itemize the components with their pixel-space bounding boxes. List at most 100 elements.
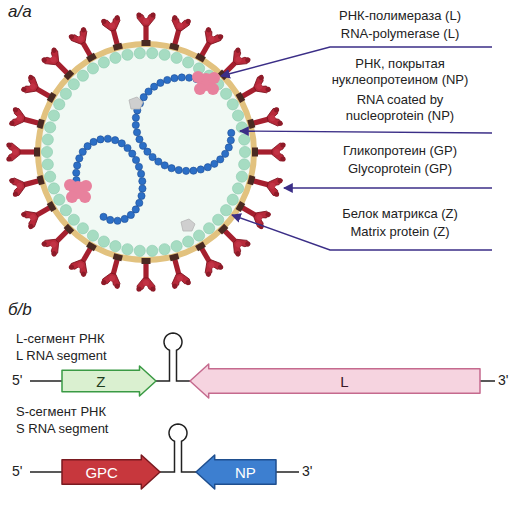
callout-text: RNA-polymerase (L) (300, 26, 500, 42)
matrix-protein-dot (87, 230, 98, 241)
matrix-protein-dot (54, 99, 65, 110)
matrix-protein-dot (110, 52, 121, 63)
nucleoprotein-bead (104, 135, 111, 142)
spike-base (195, 53, 206, 63)
spike-base (195, 242, 206, 252)
callout-text: RNA coated by nucleoprotein (NP) (320, 92, 480, 124)
nucleoprotein-bead (132, 156, 139, 163)
nucleoprotein-bead (137, 170, 144, 177)
matrix-protein-dot (171, 52, 182, 63)
nucleoprotein-bead (228, 129, 235, 136)
nucleoprotein-bead (178, 74, 185, 81)
nucleoprotein-bead (129, 150, 136, 157)
nucleoprotein-bead (138, 192, 145, 199)
segment-title: S RNA segment (16, 421, 156, 437)
callout-text: РНК, покрытая нуклеопротеином (NP) (320, 56, 480, 88)
spike-base (169, 253, 179, 261)
spike-base (37, 175, 45, 185)
nucleoprotein-bead (136, 199, 143, 206)
nucleoprotein-beads (73, 74, 235, 224)
matrix-protein-dot (227, 194, 238, 205)
nucleoprotein-bead (222, 150, 229, 157)
nucleoprotein-bead (139, 185, 146, 192)
nucleoprotein-bead (155, 158, 162, 165)
matrix-protein-dot (134, 245, 145, 256)
arrow-shape (196, 455, 276, 489)
matrix-protein-dot (236, 171, 247, 182)
nucleoprotein-bead (139, 178, 146, 185)
matrix-protein-dot (68, 79, 79, 90)
nucleoprotein-bead (114, 217, 121, 224)
gene-arrow: L (190, 364, 480, 398)
matrix-protein-dot (122, 244, 133, 255)
matrix-protein-dot (159, 49, 170, 60)
nucleoprotein-bead (100, 213, 107, 220)
callout-text: Matrix protein (Z) (300, 224, 500, 240)
chain-guide (76, 139, 142, 221)
matrix-protein-dot (87, 63, 98, 74)
nucleoprotein-bead (140, 94, 147, 101)
gene-arrow: GPC (62, 455, 160, 489)
polymerase-blob (192, 71, 220, 95)
spike-base (252, 148, 258, 157)
segment-title: S-сегмент РНК (16, 404, 156, 420)
nucleoprotein-bead (186, 74, 193, 81)
panel-letter: б/b (8, 300, 68, 320)
matrix-protein-dot (232, 183, 243, 194)
chain-guide (136, 77, 232, 170)
rna-hairpin-connector (156, 333, 190, 381)
gene-name: GPC (85, 464, 118, 481)
nucleoprotein-bead (74, 162, 81, 169)
rna-hairpin-connector (160, 424, 196, 472)
matrix-protein-dot (45, 171, 56, 182)
spike-base (37, 119, 45, 129)
rna-end-line (30, 471, 62, 473)
nucleoprotein-bead (97, 136, 104, 143)
callout-text: Glycoprotein (GP) (300, 161, 500, 177)
matrix-protein-dot (68, 214, 79, 225)
nucleoprotein-bead (133, 129, 140, 136)
nucleoprotein-bead (182, 167, 189, 174)
rna-end-label: 3' (498, 372, 518, 389)
matrix-protein-dot (48, 110, 59, 121)
matrix-protein-dot (134, 48, 145, 59)
spike-base (113, 43, 123, 51)
matrix-protein-dot (239, 146, 250, 157)
callout-text: РНК-полимераза (L) (300, 8, 500, 24)
spike-base (247, 175, 255, 185)
segment-title: L RNA segment (16, 348, 156, 364)
matrix-protein-dot (60, 88, 71, 99)
nucleoprotein-bead (139, 142, 146, 149)
matrix-protein-dot (220, 88, 231, 99)
nucleoprotein-bead (190, 167, 197, 174)
panel-letter: а/a (8, 2, 68, 22)
matrix-protein-dot (239, 159, 250, 170)
nucleoprotein-bead (112, 137, 119, 144)
matrix-protein-dot (204, 223, 215, 234)
gene-name: L (340, 373, 348, 390)
matrix-protein-dot (193, 230, 204, 241)
segment-title: L-сегмент РНК (16, 331, 156, 347)
rna-end-label: 5' (12, 463, 32, 480)
rna-end-label: 5' (12, 372, 32, 389)
gene-arrow: Z (62, 366, 156, 396)
spike-base (34, 148, 40, 157)
nucleoprotein-bead (157, 79, 164, 86)
nucleoprotein-bead (73, 169, 80, 176)
matrix-protein-dot (60, 205, 71, 216)
matrix-protein-dot (122, 49, 133, 60)
matrix-protein-dot (98, 236, 109, 247)
nucleoprotein-bead (225, 144, 232, 151)
matrix-protein-dot (147, 245, 158, 256)
spike-bases (34, 40, 258, 264)
matrix-protein-dot (171, 241, 182, 252)
polymerase-blob (64, 179, 92, 203)
leader-line (284, 187, 492, 188)
matrix-protein-dot (77, 223, 88, 234)
nucleoprotein-bead (76, 155, 83, 162)
nucleoprotein-bead (168, 165, 175, 172)
matrix-protein-dot (54, 194, 65, 205)
gene-arrow: NP (196, 455, 276, 489)
leader-line (240, 131, 492, 133)
